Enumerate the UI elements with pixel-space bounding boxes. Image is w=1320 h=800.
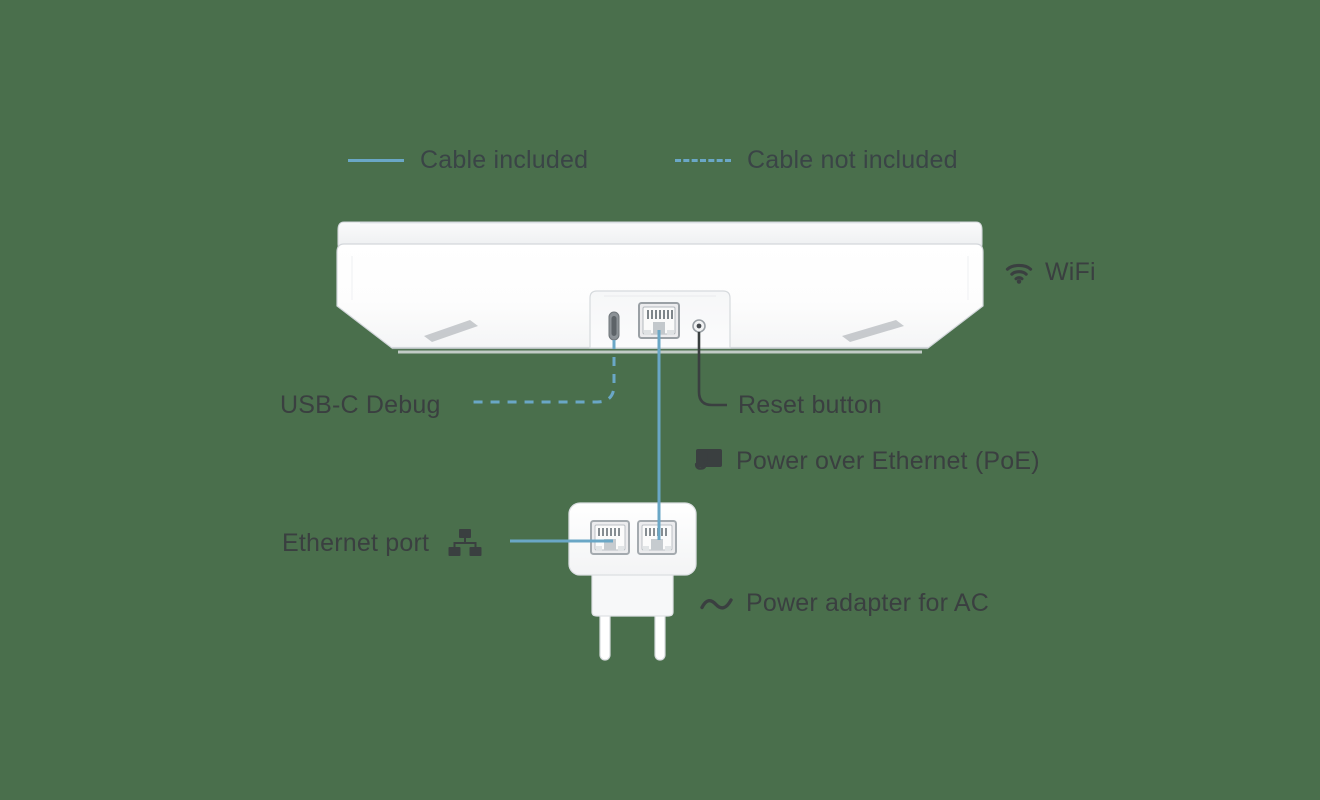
adapter-ethernet-port-right	[637, 520, 677, 555]
callout-reset-button: Reset button	[738, 391, 882, 420]
legend-item-cable-not-included: Cable not included	[675, 146, 958, 175]
device-ethernet-port	[638, 302, 680, 339]
usb-c-port	[608, 311, 620, 341]
poe-power-adapter	[568, 502, 697, 661]
callout-label-reset-button: Reset button	[738, 391, 883, 419]
callout-label-ethernet-port: Ethernet port	[282, 528, 430, 557]
legend-swatch-dashed	[675, 159, 731, 162]
callout-label-wifi: WiFi	[1045, 258, 1096, 286]
leader-usb-c-debug	[466, 340, 616, 404]
leader-reset-button	[697, 332, 727, 407]
legend-label-cable-included: Cable included	[420, 146, 589, 174]
ac-sine-icon	[700, 594, 734, 614]
callout-ethernet-port: Ethernet port	[282, 527, 483, 559]
legend-label-cable-not-included: Cable not included	[747, 146, 958, 174]
callout-label-usb-c-debug: USB-C Debug	[280, 391, 441, 419]
legend-swatch-solid	[348, 159, 404, 162]
callout-wifi: WiFi	[1005, 258, 1096, 287]
adapter-ethernet-port-left	[590, 520, 630, 555]
wifi-icon	[1005, 262, 1033, 284]
poe-icon	[694, 448, 724, 476]
access-point-body	[336, 221, 984, 354]
legend-item-cable-included: Cable included	[348, 146, 588, 175]
network-icon	[447, 527, 483, 559]
callout-label-poe: Power over Ethernet (PoE)	[736, 447, 1040, 475]
callout-power-adapter: Power adapter for AC	[700, 589, 989, 618]
reset-pinhole	[692, 319, 706, 333]
callout-poe: Power over Ethernet (PoE)	[694, 447, 1040, 476]
callout-label-power-adapter: Power adapter for AC	[746, 589, 990, 617]
callout-usb-c-debug: USB-C Debug	[280, 391, 441, 420]
